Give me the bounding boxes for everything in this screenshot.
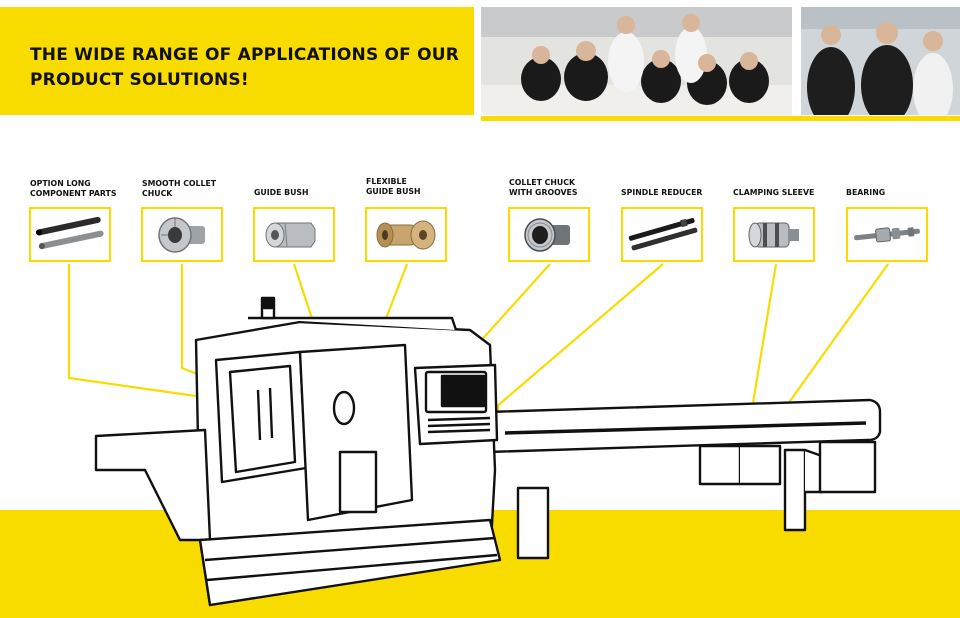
smooth-collet-chuck-icon: [158, 217, 205, 253]
label-flexible-guide-bush: FLEXIBLE GUIDE BUSH: [366, 177, 421, 196]
spindle-reducer-icon: [628, 218, 698, 251]
product-box-smooth-collet-chuck: [141, 207, 223, 262]
label-long-component-parts: OPTION LONG COMPONENT PARTS: [30, 179, 117, 198]
product-box-spindle-reducer: [621, 207, 703, 262]
team-photo: [481, 7, 792, 115]
photo-accent-strip: [481, 116, 960, 121]
page-title: THE WIDE RANGE OF APPLICATIONS OF OUR PR…: [30, 45, 460, 90]
product-box-flexible-guide-bush: [365, 207, 447, 262]
guide-bush-icon: [265, 222, 316, 248]
long-component-parts-icon: [35, 216, 104, 250]
label-clamping-sleeve: CLAMPING SLEEVE: [733, 188, 815, 197]
label-collet-chuck-with-grooves: COLLET CHUCK WITH GROOVES: [509, 178, 578, 197]
product-box-collet-chuck-with-grooves: [508, 207, 590, 262]
bearing-icon: [854, 227, 920, 243]
clamping-sleeve-icon: [748, 222, 799, 248]
header-banner: THE WIDE RANGE OF APPLICATIONS OF OUR PR…: [0, 7, 474, 115]
label-bearing: BEARING: [846, 188, 886, 197]
product-box-long-component-parts: [29, 207, 111, 262]
product-box-guide-bush: [253, 207, 335, 262]
flexible-guide-bush-icon: [376, 220, 436, 250]
staff-photo: [801, 7, 960, 115]
label-smooth-collet-chuck: SMOOTH COLLET CHUCK: [142, 179, 217, 198]
label-guide-bush: GUIDE BUSH: [254, 188, 309, 197]
product-box-bearing: [846, 207, 928, 262]
label-spindle-reducer: SPINDLE REDUCER: [621, 188, 703, 197]
product-box-clamping-sleeve: [733, 207, 815, 262]
grooved-collet-chuck-icon: [524, 218, 570, 252]
